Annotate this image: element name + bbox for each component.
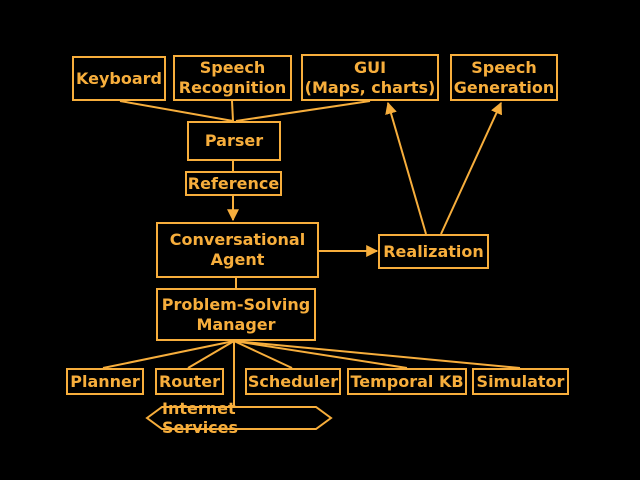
parser-node: Parser: [187, 121, 281, 161]
realization-node: Realization: [378, 234, 489, 269]
scheduler-node: Scheduler: [245, 368, 341, 395]
edge-keyboard-parser: [119, 100, 234, 122]
reference-node: Reference: [185, 171, 282, 196]
speech-recognition-node: Speech Recognition: [173, 55, 292, 101]
conversational-agent-node: Conversational Agent: [156, 222, 319, 278]
edge-gui-parser: [235, 100, 371, 122]
edge-speechrec-parser: [231, 100, 234, 122]
planner-node: Planner: [66, 368, 144, 395]
edge-psm-router: [187, 340, 235, 369]
edge-psm-scheduler: [233, 340, 293, 369]
edge-realization-speechgen: [440, 101, 502, 235]
edge-psm-planner: [102, 340, 235, 369]
problem-solving-manager-node: Problem-Solving Manager: [156, 288, 316, 341]
gui-node: GUI (Maps, charts): [301, 54, 439, 101]
simulator-node: Simulator: [472, 368, 569, 395]
keyboard-node: Keyboard: [72, 56, 166, 101]
internet-services-hexagon: [145, 406, 333, 430]
internet-services-node: Internet Services: [162, 399, 239, 437]
router-node: Router: [155, 368, 224, 395]
edge-realization-gui: [385, 101, 427, 235]
temporal-kb-node: Temporal KB: [347, 368, 467, 395]
edge-psm-simulator: [233, 340, 521, 369]
edge-psm-temporalkb: [233, 340, 408, 369]
speech-generation-node: Speech Generation: [450, 54, 558, 101]
